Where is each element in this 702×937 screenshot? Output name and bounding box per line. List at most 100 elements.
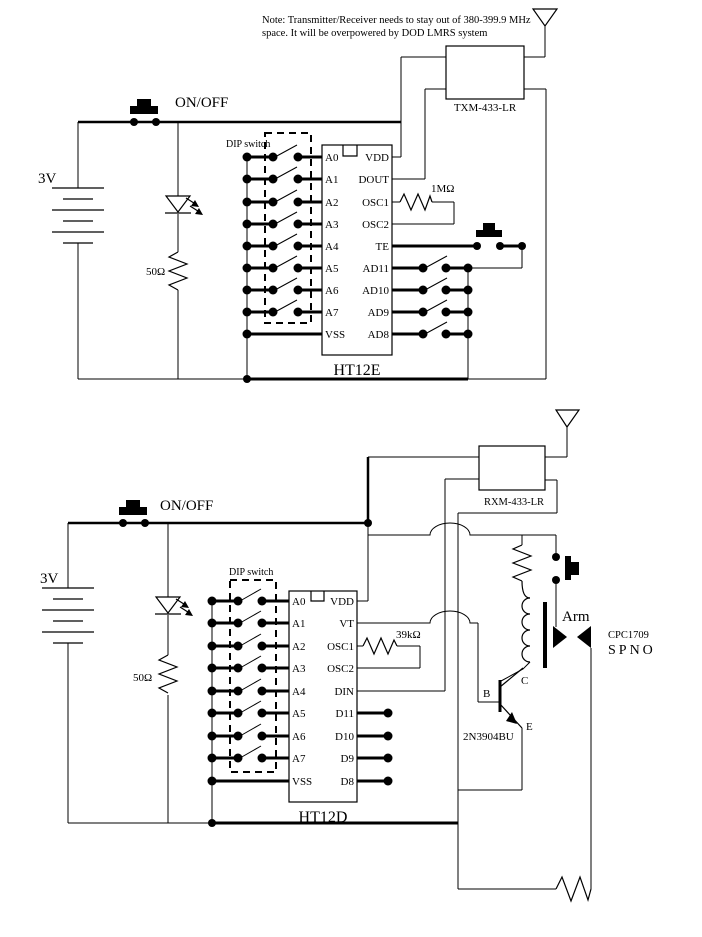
ht12d-pin-d8: D8 (341, 776, 355, 788)
ht12d-pin-a7: A7 (292, 753, 306, 765)
rx-transistor-collector-label: C (521, 675, 528, 687)
ht12d-pin-vdd: VDD (330, 596, 354, 608)
tx-vdd-dout-wires (392, 57, 426, 180)
ht12d-pin-d10: D10 (335, 731, 354, 743)
ht12d-pin-a5: A5 (292, 708, 306, 720)
rx-power-button-icon (119, 500, 149, 527)
tx-battery-symbol (52, 187, 104, 244)
ht12e-pin-a5: A5 (325, 263, 339, 275)
ht12e-pin-vdd: VDD (365, 152, 389, 164)
rx-antenna-icon (554, 409, 581, 429)
ht12e-pin-a6: A6 (325, 285, 339, 297)
rx-arm-button-icon (565, 556, 571, 580)
rx-relay-coil (500, 535, 547, 682)
rx-ssr-type-label: SPNO (608, 643, 656, 658)
ht12e-pin-a7: A7 (325, 307, 339, 319)
ht12e-pin-osc2: OSC2 (362, 219, 389, 231)
tx-ad-switches (392, 255, 473, 379)
rx-rf-module-label: RXM-433-LR (484, 497, 544, 508)
rx-led-icon (154, 596, 193, 616)
ht12e-pin-dout: DOUT (358, 174, 389, 186)
ht12d-pin-vt: VT (339, 618, 354, 630)
rx-vt-wire (357, 610, 499, 703)
rx-dip-junction-dots (207, 596, 267, 827)
rx-vdd-wire (357, 523, 369, 602)
ht12d-pin-osc2: OSC2 (327, 663, 354, 675)
tx-osc-wires (392, 201, 455, 225)
rx-ic-label: HT12D (299, 809, 348, 826)
rx-din-wire (357, 478, 479, 692)
rx-transistor-emitter-label: E (526, 721, 533, 733)
tx-battery-label: 3V (38, 171, 57, 187)
rx-led-resistor-symbol (157, 654, 179, 694)
rx-transistor (458, 667, 524, 791)
rx-transistor-base-label: B (483, 688, 490, 700)
ht12d-pin-a2: A2 (292, 641, 305, 653)
ht12d-pin-din: DIN (334, 686, 354, 698)
tx-led-icon (164, 195, 203, 215)
ht12e-pin-a4: A4 (325, 241, 339, 253)
ht12d-pin-d9: D9 (341, 753, 355, 765)
ht12e-pin-a1: A1 (325, 174, 338, 186)
ht12d-pin-a0: A0 (292, 596, 306, 608)
ht12e-pin-ad8: AD8 (368, 329, 390, 341)
ht12d-pin-a4: A4 (292, 686, 306, 698)
rx-dip-switch (207, 579, 289, 827)
tx-power-button-icon (130, 99, 160, 126)
tx-dip-junction-dots (242, 152, 303, 383)
tx-ic-ht12e: A0 A1 A2 A3 A4 A5 A6 A7 VSS VDD DOUT OSC… (321, 144, 393, 356)
note-annotation: Note: Transmitter/Receiver needs to stay… (262, 15, 531, 39)
rx-transistor-part-label: 2N3904BU (463, 731, 514, 743)
rx-rf-module-box (478, 445, 546, 491)
ht12d-pin-d11: D11 (335, 708, 354, 720)
ht12e-pin-osc1: OSC1 (362, 197, 389, 209)
rx-led-resistor-label: 50Ω (133, 672, 152, 684)
tx-antenna-icon (531, 8, 559, 28)
tx-te-button-icon (473, 223, 526, 250)
rx-ssr-symbol (553, 626, 592, 889)
receiver-circuit: 3V ON/OFF 50Ω (40, 409, 656, 903)
note-line-1: Note: Transmitter/Receiver needs to stay… (262, 15, 531, 26)
rx-ic-ht12d: A0 A1 A2 A3 A4 A5 A6 A7 VSS VDD VT OSC1 … (288, 590, 358, 803)
tx-rf-module-box (445, 45, 525, 100)
ht12e-pin-ad11: AD11 (363, 263, 389, 275)
tx-te-link-wire (468, 246, 523, 269)
transmitter-circuit: 3V ON/OFF 50Ω (38, 8, 559, 383)
ht12d-pin-a1: A1 (292, 618, 305, 630)
ht12d-pin-a6: A6 (292, 731, 306, 743)
ht12d-pin-osc1: OSC1 (327, 641, 354, 653)
ht12e-pin-ad9: AD9 (368, 307, 390, 319)
tx-osc-resistor-label: 1MΩ (431, 183, 454, 195)
tx-rf-module-label: TXM-433-LR (454, 102, 517, 114)
rx-relay-contact (552, 553, 579, 627)
tx-osc-resistor-symbol (399, 192, 433, 212)
ht12e-pin-a3: A3 (325, 219, 339, 231)
rx-bottom-resistor (457, 823, 592, 903)
rx-data-stubs (357, 708, 393, 786)
rx-ssr-arm-label: Arm (562, 609, 590, 625)
rx-rail-junction-dot (364, 519, 372, 527)
tx-dip-switch-label: DIP switch (226, 139, 270, 150)
ht12e-pin-a0: A0 (325, 152, 339, 164)
ht12e-pin-ad10: AD10 (362, 285, 389, 297)
rx-battery-label: 3V (40, 571, 59, 587)
ht12d-pin-vss: VSS (292, 776, 312, 788)
rx-dip-switch-label: DIP switch (229, 567, 273, 578)
rx-battery-symbol (42, 587, 94, 644)
ht12d-pin-a3: A3 (292, 663, 306, 675)
rx-osc-resistor-symbol (362, 636, 398, 656)
note-line-2: space. It will be overpowered by DOD LMR… (262, 28, 487, 39)
rx-power-switch-label: ON/OFF (160, 498, 213, 514)
rx-module-wires (457, 427, 568, 823)
ht12e-pin-a2: A2 (325, 197, 338, 209)
ht12e-pin-te: TE (376, 241, 390, 253)
tx-led-resistor-symbol (167, 251, 189, 291)
rx-ssr-part-label: CPC1709 (608, 630, 649, 641)
tx-ic-label: HT12E (333, 362, 380, 379)
rx-relay-supply-wire (368, 522, 557, 557)
rx-osc-wires (357, 645, 421, 669)
rx-arm-button-nub (571, 562, 579, 575)
tx-power-switch-label: ON/OFF (175, 95, 228, 111)
